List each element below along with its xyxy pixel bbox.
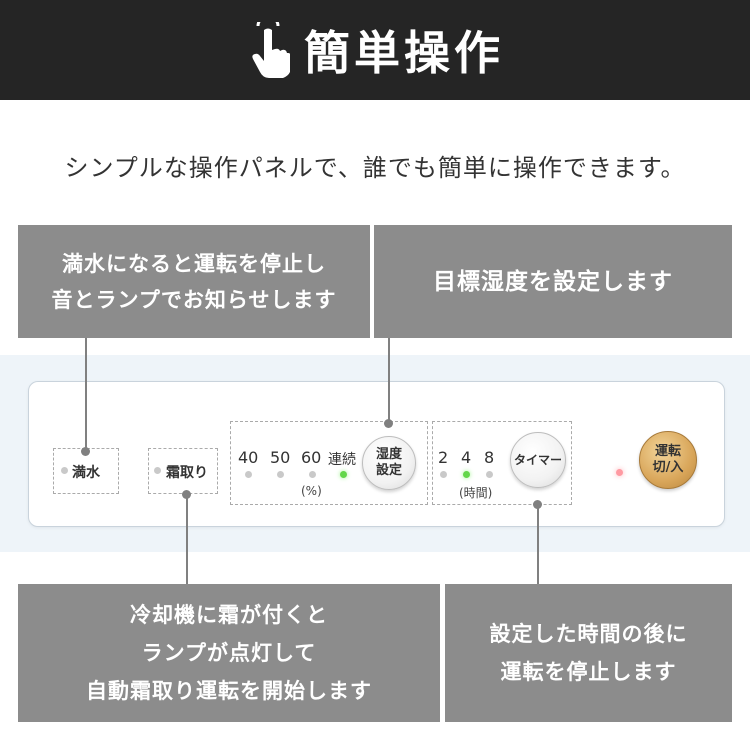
timer-unit: (時間): [459, 486, 493, 500]
timer-led-8: [486, 471, 493, 478]
full-water-led: [61, 467, 68, 474]
leader-dot-timer: [533, 500, 542, 509]
timer-button-label: タイマー: [513, 453, 562, 467]
callout-full-water-line2: 音とランプでお知らせします: [51, 287, 337, 312]
timer-led-2: [440, 471, 447, 478]
defrost-led: [154, 467, 161, 474]
leader-line-timer: [537, 504, 539, 584]
humidity-unit: (%): [301, 484, 322, 498]
humidity-setting-button[interactable]: 湿度 設定: [362, 436, 416, 490]
humidity-led-60: [309, 471, 316, 478]
callout-defrost: 冷却機に霜が付くと ランプが点灯して 自動霜取り運転を開始します: [18, 584, 440, 722]
callout-full-water: 満水になると運転を停止し 音とランプでお知らせします: [18, 225, 370, 338]
leader-line-humidity: [388, 338, 390, 424]
tap-hand-icon: [252, 22, 290, 78]
power-button-line1: 運転: [654, 444, 681, 459]
power-led: [616, 469, 623, 476]
power-button-line2: 切/入: [652, 460, 684, 475]
timer-level-2: 2: [438, 448, 449, 467]
subtitle-text: シンプルな操作パネルで、誰でも簡単に操作できます。: [64, 154, 686, 182]
timer-led-4: [463, 471, 470, 478]
humidity-level-continuous: 連続: [328, 452, 356, 468]
timer-group: [432, 421, 572, 505]
callout-humidity-text: 目標湿度を設定します: [433, 268, 673, 295]
timer-button[interactable]: タイマー: [510, 432, 566, 488]
leader-dot-full-water: [81, 447, 90, 456]
timer-level-4: 4: [461, 448, 472, 467]
callout-timer-line1: 設定した時間の後に: [489, 622, 688, 646]
humidity-level-60: 60: [301, 448, 322, 467]
callout-full-water-line1: 満水になると運転を停止し: [62, 251, 326, 276]
timer-level-8: 8: [484, 448, 495, 467]
humidity-led-50: [277, 471, 284, 478]
callout-defrost-line1: 冷却機に霜が付くと: [130, 603, 328, 627]
leader-line-defrost: [186, 494, 188, 584]
callout-defrost-line3: 自動霜取り運転を開始します: [86, 679, 372, 703]
humidity-led-continuous: [340, 471, 347, 478]
humidity-led-40: [245, 471, 252, 478]
power-button[interactable]: 運転 切/入: [639, 431, 697, 489]
humidity-button-line2: 設定: [375, 463, 402, 478]
header-bar: 簡単操作: [0, 0, 750, 100]
humidity-button-line1: 湿度: [375, 447, 402, 462]
full-water-label: 満水: [72, 465, 100, 481]
leader-dot-humidity: [384, 419, 393, 428]
humidity-level-50: 50: [270, 448, 291, 467]
page-title: 簡単操作: [304, 26, 504, 80]
leader-dot-defrost: [182, 490, 191, 499]
callout-defrost-line2: ランプが点灯して: [141, 641, 317, 665]
defrost-label: 霜取り: [166, 465, 208, 481]
callout-timer-line2: 運転を停止します: [500, 660, 677, 684]
callout-timer: 設定した時間の後に 運転を停止します: [445, 584, 732, 722]
callout-humidity: 目標湿度を設定します: [374, 225, 732, 338]
leader-line-full-water: [85, 338, 87, 452]
humidity-level-40: 40: [238, 448, 259, 467]
humidity-group: [230, 421, 428, 505]
